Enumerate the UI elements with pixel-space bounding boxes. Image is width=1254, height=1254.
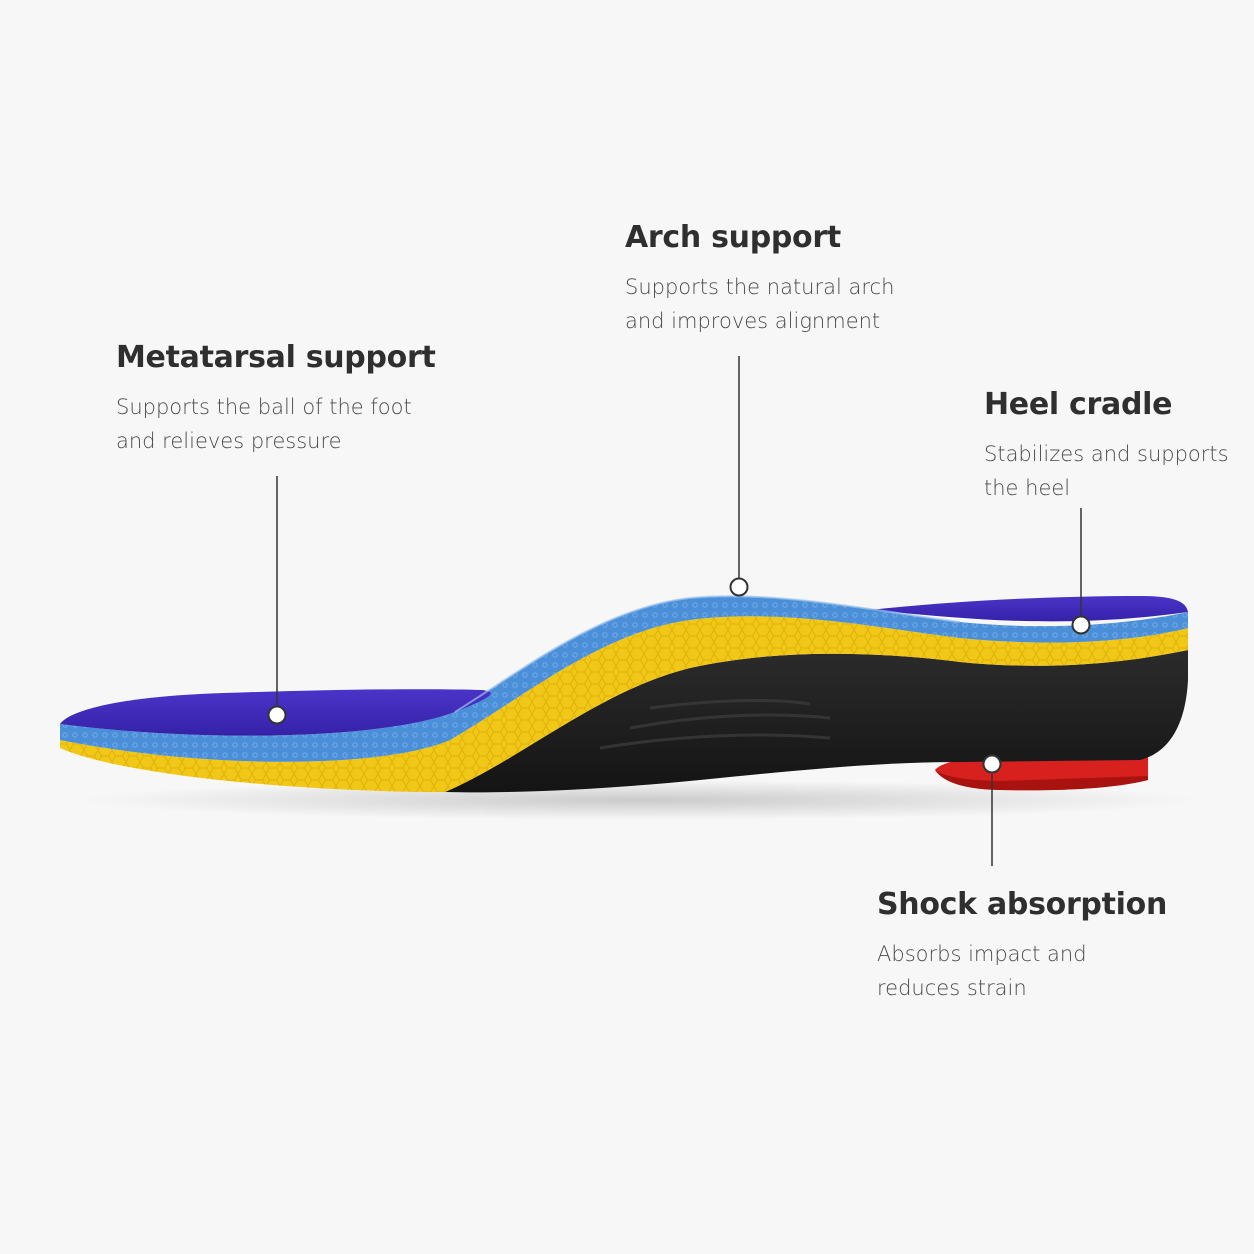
callout-title: Heel cradle bbox=[984, 387, 1173, 422]
top-fabric-heel bbox=[870, 596, 1188, 622]
description-line: reduces strain bbox=[877, 976, 1027, 1000]
description-line: and relieves pressure bbox=[116, 429, 342, 453]
marker-metatarsal bbox=[267, 705, 287, 725]
heel-pad bbox=[935, 757, 1148, 791]
shell-ribs bbox=[599, 699, 831, 750]
marker-heel bbox=[1071, 615, 1091, 635]
description-line: the heel bbox=[984, 476, 1071, 500]
description-line: and improves alignment bbox=[625, 309, 881, 333]
callout-description: Stabilizes and supports the heel bbox=[984, 437, 1229, 505]
callout-title: Arch support bbox=[625, 220, 841, 255]
callout-heel: Heel cradle Stabilizes and supports the … bbox=[984, 387, 1229, 505]
callout-title: Shock absorption bbox=[877, 887, 1167, 922]
callout-title: Metatarsal support bbox=[116, 340, 436, 375]
callout-metatarsal: Metatarsal support Supports the ball of … bbox=[116, 340, 436, 458]
callout-shock: Shock absorption Absorbs impact and redu… bbox=[877, 887, 1167, 1005]
marker-shock bbox=[982, 754, 1002, 774]
description-line: Supports the ball of the foot bbox=[116, 395, 412, 419]
callout-description: Supports the natural arch and improves a… bbox=[625, 270, 894, 338]
description-line: Absorbs impact and bbox=[877, 942, 1087, 966]
description-line: Stabilizes and supports bbox=[984, 442, 1229, 466]
insole-shell bbox=[445, 650, 1188, 793]
callout-description: Absorbs impact and reduces strain bbox=[877, 937, 1167, 1005]
marker-arch bbox=[729, 577, 749, 597]
markers bbox=[267, 577, 1091, 774]
description-line: Supports the natural arch bbox=[625, 275, 895, 299]
callout-arch: Arch support Supports the natural arch a… bbox=[625, 220, 894, 338]
callout-description: Supports the ball of the foot and reliev… bbox=[116, 390, 436, 458]
leader-lines bbox=[276, 356, 1082, 866]
